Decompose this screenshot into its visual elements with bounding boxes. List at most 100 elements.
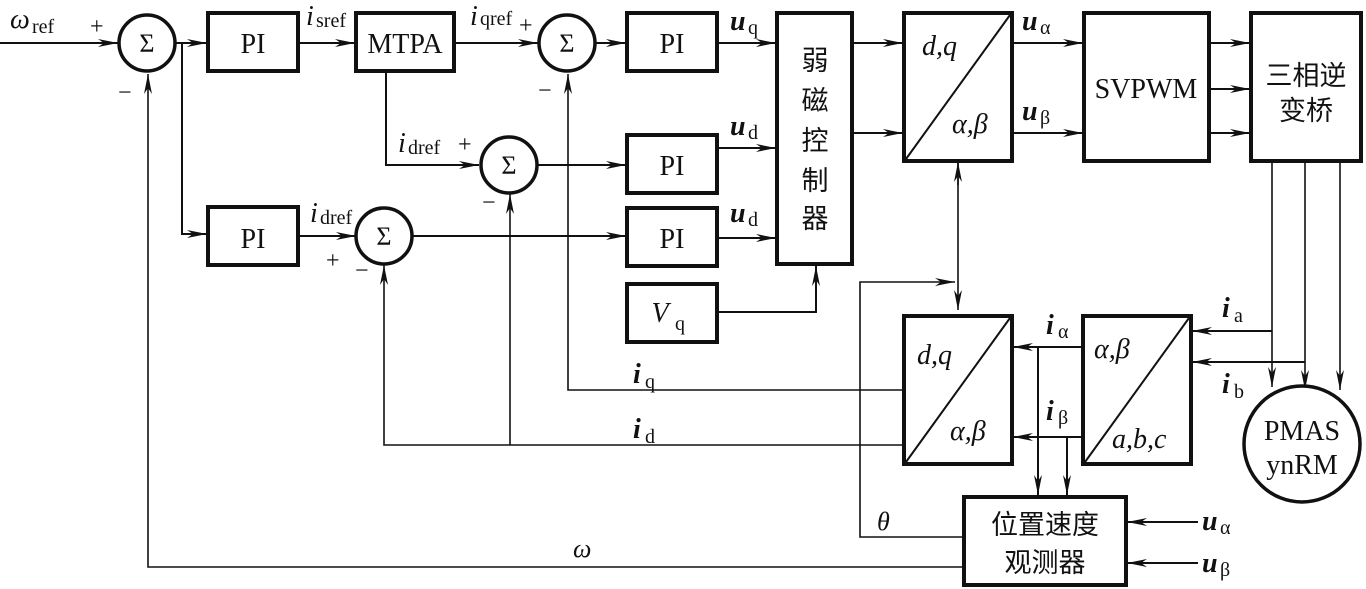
svg-text:α,β: α,β (952, 109, 988, 140)
svg-text:Σ: Σ (501, 151, 516, 180)
svg-text:ω: ω (10, 4, 30, 35)
svg-text:q: q (748, 17, 758, 39)
pmasynrm-motor: PMAS ynRM (1242, 384, 1362, 504)
svg-text:i: i (633, 359, 641, 390)
label-isref: i sref (306, 1, 346, 32)
label-ualpha-in: u α (1202, 506, 1231, 539)
svg-text:dref: dref (408, 137, 441, 159)
svg-text:弱: 弱 (802, 46, 829, 77)
clarke-transform-block: α,β a,b,c (1081, 314, 1193, 466)
svg-text:α: α (1220, 517, 1231, 539)
svg-text:α,β: α,β (950, 416, 986, 447)
label-ia: i a (1222, 293, 1243, 327)
svg-text:i: i (306, 1, 314, 32)
svg-text:i: i (633, 414, 641, 445)
label-omega: ω (573, 534, 591, 563)
svg-text:b: b (1234, 381, 1244, 403)
svg-text:i: i (1046, 396, 1054, 427)
svg-text:Σ: Σ (376, 222, 391, 251)
sum-symbol: Σ (139, 29, 154, 58)
svg-text:i: i (1222, 293, 1230, 324)
svg-text:sref: sref (316, 10, 346, 32)
summing-junction-speed: Σ (117, 13, 177, 73)
svg-text:观测器: 观测器 (1005, 548, 1086, 579)
label-idref-upper: i dref (398, 128, 441, 159)
label-theta: θ (877, 507, 890, 536)
svg-text:β: β (1058, 407, 1068, 429)
svg-text:位置速度: 位置速度 (991, 510, 1099, 541)
svg-text:−: − (355, 258, 369, 284)
svg-text:α: α (1058, 321, 1069, 343)
svg-text:SVPWM: SVPWM (1095, 74, 1198, 105)
summing-junction-q: Σ (537, 13, 597, 73)
svg-text:β: β (1220, 559, 1230, 581)
svg-text:控: 控 (802, 126, 829, 157)
svg-text:d: d (748, 122, 758, 144)
three-phase-inverter-block: 三相逆 变桥 (1249, 11, 1363, 163)
flux-weakening-controller-block: 弱 磁 控 制 器 (775, 11, 854, 266)
pi-d-upper-block: PI (625, 133, 719, 195)
svg-text:PI: PI (660, 224, 685, 255)
wire-iq-feedback (564, 74, 903, 391)
label-ubeta: u β (1022, 96, 1050, 129)
svg-text:器: 器 (802, 204, 829, 235)
sign-plus: + (90, 14, 104, 40)
svg-text:qref: qref (480, 8, 513, 30)
svg-text:制: 制 (802, 166, 829, 197)
wire-idref-upper (385, 72, 479, 169)
park-transform-block: d,q α,β (902, 314, 1014, 466)
svg-text:−: − (538, 78, 552, 104)
wire-omega-feedback (144, 74, 963, 568)
wire-vq (718, 266, 820, 313)
mtpa-label: MTPA (367, 29, 443, 60)
label-iq: i q (633, 359, 655, 393)
svg-text:u: u (730, 198, 746, 229)
svg-text:磁: 磁 (802, 86, 829, 117)
summing-junction-d-lower: Σ (354, 206, 414, 266)
summing-junction-d-upper: Σ (479, 135, 539, 195)
label-ud-lower: u d (730, 198, 758, 231)
label-omega-ref: ω ref (10, 4, 55, 38)
svg-text:i: i (470, 1, 478, 32)
label-ibeta: i β (1046, 396, 1068, 429)
svg-text:dref: dref (320, 207, 353, 229)
svg-text:ynRM: ynRM (1266, 450, 1338, 481)
svg-text:i: i (1222, 369, 1230, 400)
svg-text:ref: ref (32, 16, 55, 38)
svg-text:d: d (645, 426, 655, 448)
svg-text:+: + (519, 13, 533, 39)
svg-text:u: u (1022, 96, 1038, 127)
svg-text:u: u (730, 6, 746, 37)
svg-text:变桥: 变桥 (1279, 96, 1333, 127)
svpwm-block: SVPWM (1082, 11, 1211, 163)
pi-speed-label: PI (241, 29, 266, 60)
svg-text:u: u (1202, 506, 1218, 537)
pi-d-lower-block: PI (625, 206, 719, 268)
svg-text:V: V (651, 298, 671, 329)
wire-branch-lower-pi (181, 43, 207, 238)
svg-text:PI: PI (241, 224, 266, 255)
mtpa-block: MTPA (354, 11, 456, 73)
svg-text:d: d (748, 209, 758, 231)
pi-q-block: PI (625, 11, 719, 73)
svg-text:d,q: d,q (917, 340, 952, 371)
svg-text:d,q: d,q (922, 31, 957, 62)
svg-text:q: q (675, 313, 685, 335)
inverse-park-transform-block: d,q α,β (902, 11, 1014, 163)
svg-text:u: u (730, 111, 746, 142)
svg-text:+: + (326, 248, 340, 274)
svg-text:α,β: α,β (1094, 334, 1130, 365)
sign-minus: − (118, 80, 132, 106)
svg-text:a,b,c: a,b,c (1112, 424, 1167, 455)
svg-text:PI: PI (660, 29, 685, 60)
svg-text:q: q (645, 371, 655, 393)
svg-text:u: u (1022, 6, 1038, 37)
label-ialpha: i α (1046, 310, 1069, 343)
label-ubeta-in: u β (1202, 548, 1230, 581)
svg-text:Σ: Σ (559, 29, 574, 58)
label-idref-lower: i dref (310, 198, 353, 229)
svg-text:+: + (458, 132, 472, 158)
label-ib: i b (1222, 369, 1244, 403)
label-id: i d (633, 414, 655, 448)
